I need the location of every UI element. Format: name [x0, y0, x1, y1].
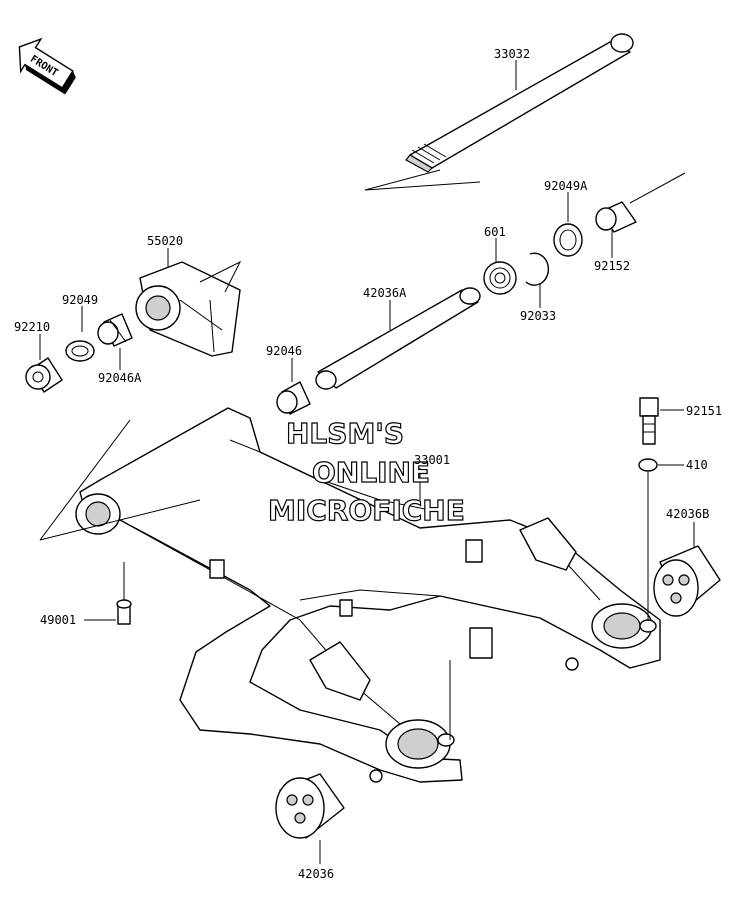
chain-guide-55020 [135, 261, 241, 357]
callout-42036A: 42036A [363, 286, 407, 300]
callout-55020: 55020 [147, 234, 183, 248]
callout-92046: 92046 [266, 344, 302, 358]
bolt-92151 [639, 397, 659, 445]
ball-bearing-601 [483, 261, 517, 295]
washer-410 [638, 458, 658, 472]
callout-42036: 42036 [298, 867, 334, 881]
callout-92049: 92049 [62, 293, 98, 307]
axis-line-c [629, 172, 686, 204]
callout-92152: 92152 [594, 259, 630, 273]
watermark-line-1: HLSM'S [286, 417, 404, 450]
callout-92210: 92210 [14, 320, 50, 334]
callout-92046A: 92046A [98, 371, 142, 385]
watermark: HLSM'S ONLINE MICROFICHE [267, 416, 465, 527]
pivot-axis-left-b [39, 499, 201, 541]
swingarm-33001 [75, 407, 661, 783]
sleeve-42036A [315, 287, 481, 390]
callout-92033: 92033 [520, 309, 556, 323]
grease-nipple-49001 [116, 599, 132, 625]
seal-92049A [553, 223, 583, 257]
seal-92049 [65, 340, 95, 362]
collar-92152 [595, 201, 637, 233]
callout-92151: 92151 [686, 404, 722, 418]
callout-33032: 33032 [494, 47, 530, 61]
watermark-line-2: ONLINE [312, 456, 430, 489]
front-arrow-icon: FRONT [18, 37, 76, 95]
needle-bearing-92046 [276, 381, 311, 415]
needle-bearing-92046A [97, 313, 133, 347]
pivot-shaft-33032 [405, 33, 634, 173]
callout-410: 410 [686, 458, 708, 472]
callout-33001: 33001 [414, 453, 450, 467]
callout-92049A: 92049A [544, 179, 588, 193]
spacer-92210 [25, 357, 63, 393]
bushing-42036B [653, 545, 721, 617]
watermark-line-3: MICROFICHE [268, 494, 465, 527]
callout-601: 601 [484, 225, 506, 239]
bushing-42036 [275, 773, 345, 839]
pivot-axis-left [39, 419, 131, 541]
callout-42036B: 42036B [666, 507, 709, 521]
circlip-92033 [525, 252, 550, 286]
callout-49001: 49001 [40, 613, 76, 627]
axis-line-a [364, 181, 481, 191]
guide-axis [199, 260, 242, 293]
axis-line-b [364, 169, 441, 191]
